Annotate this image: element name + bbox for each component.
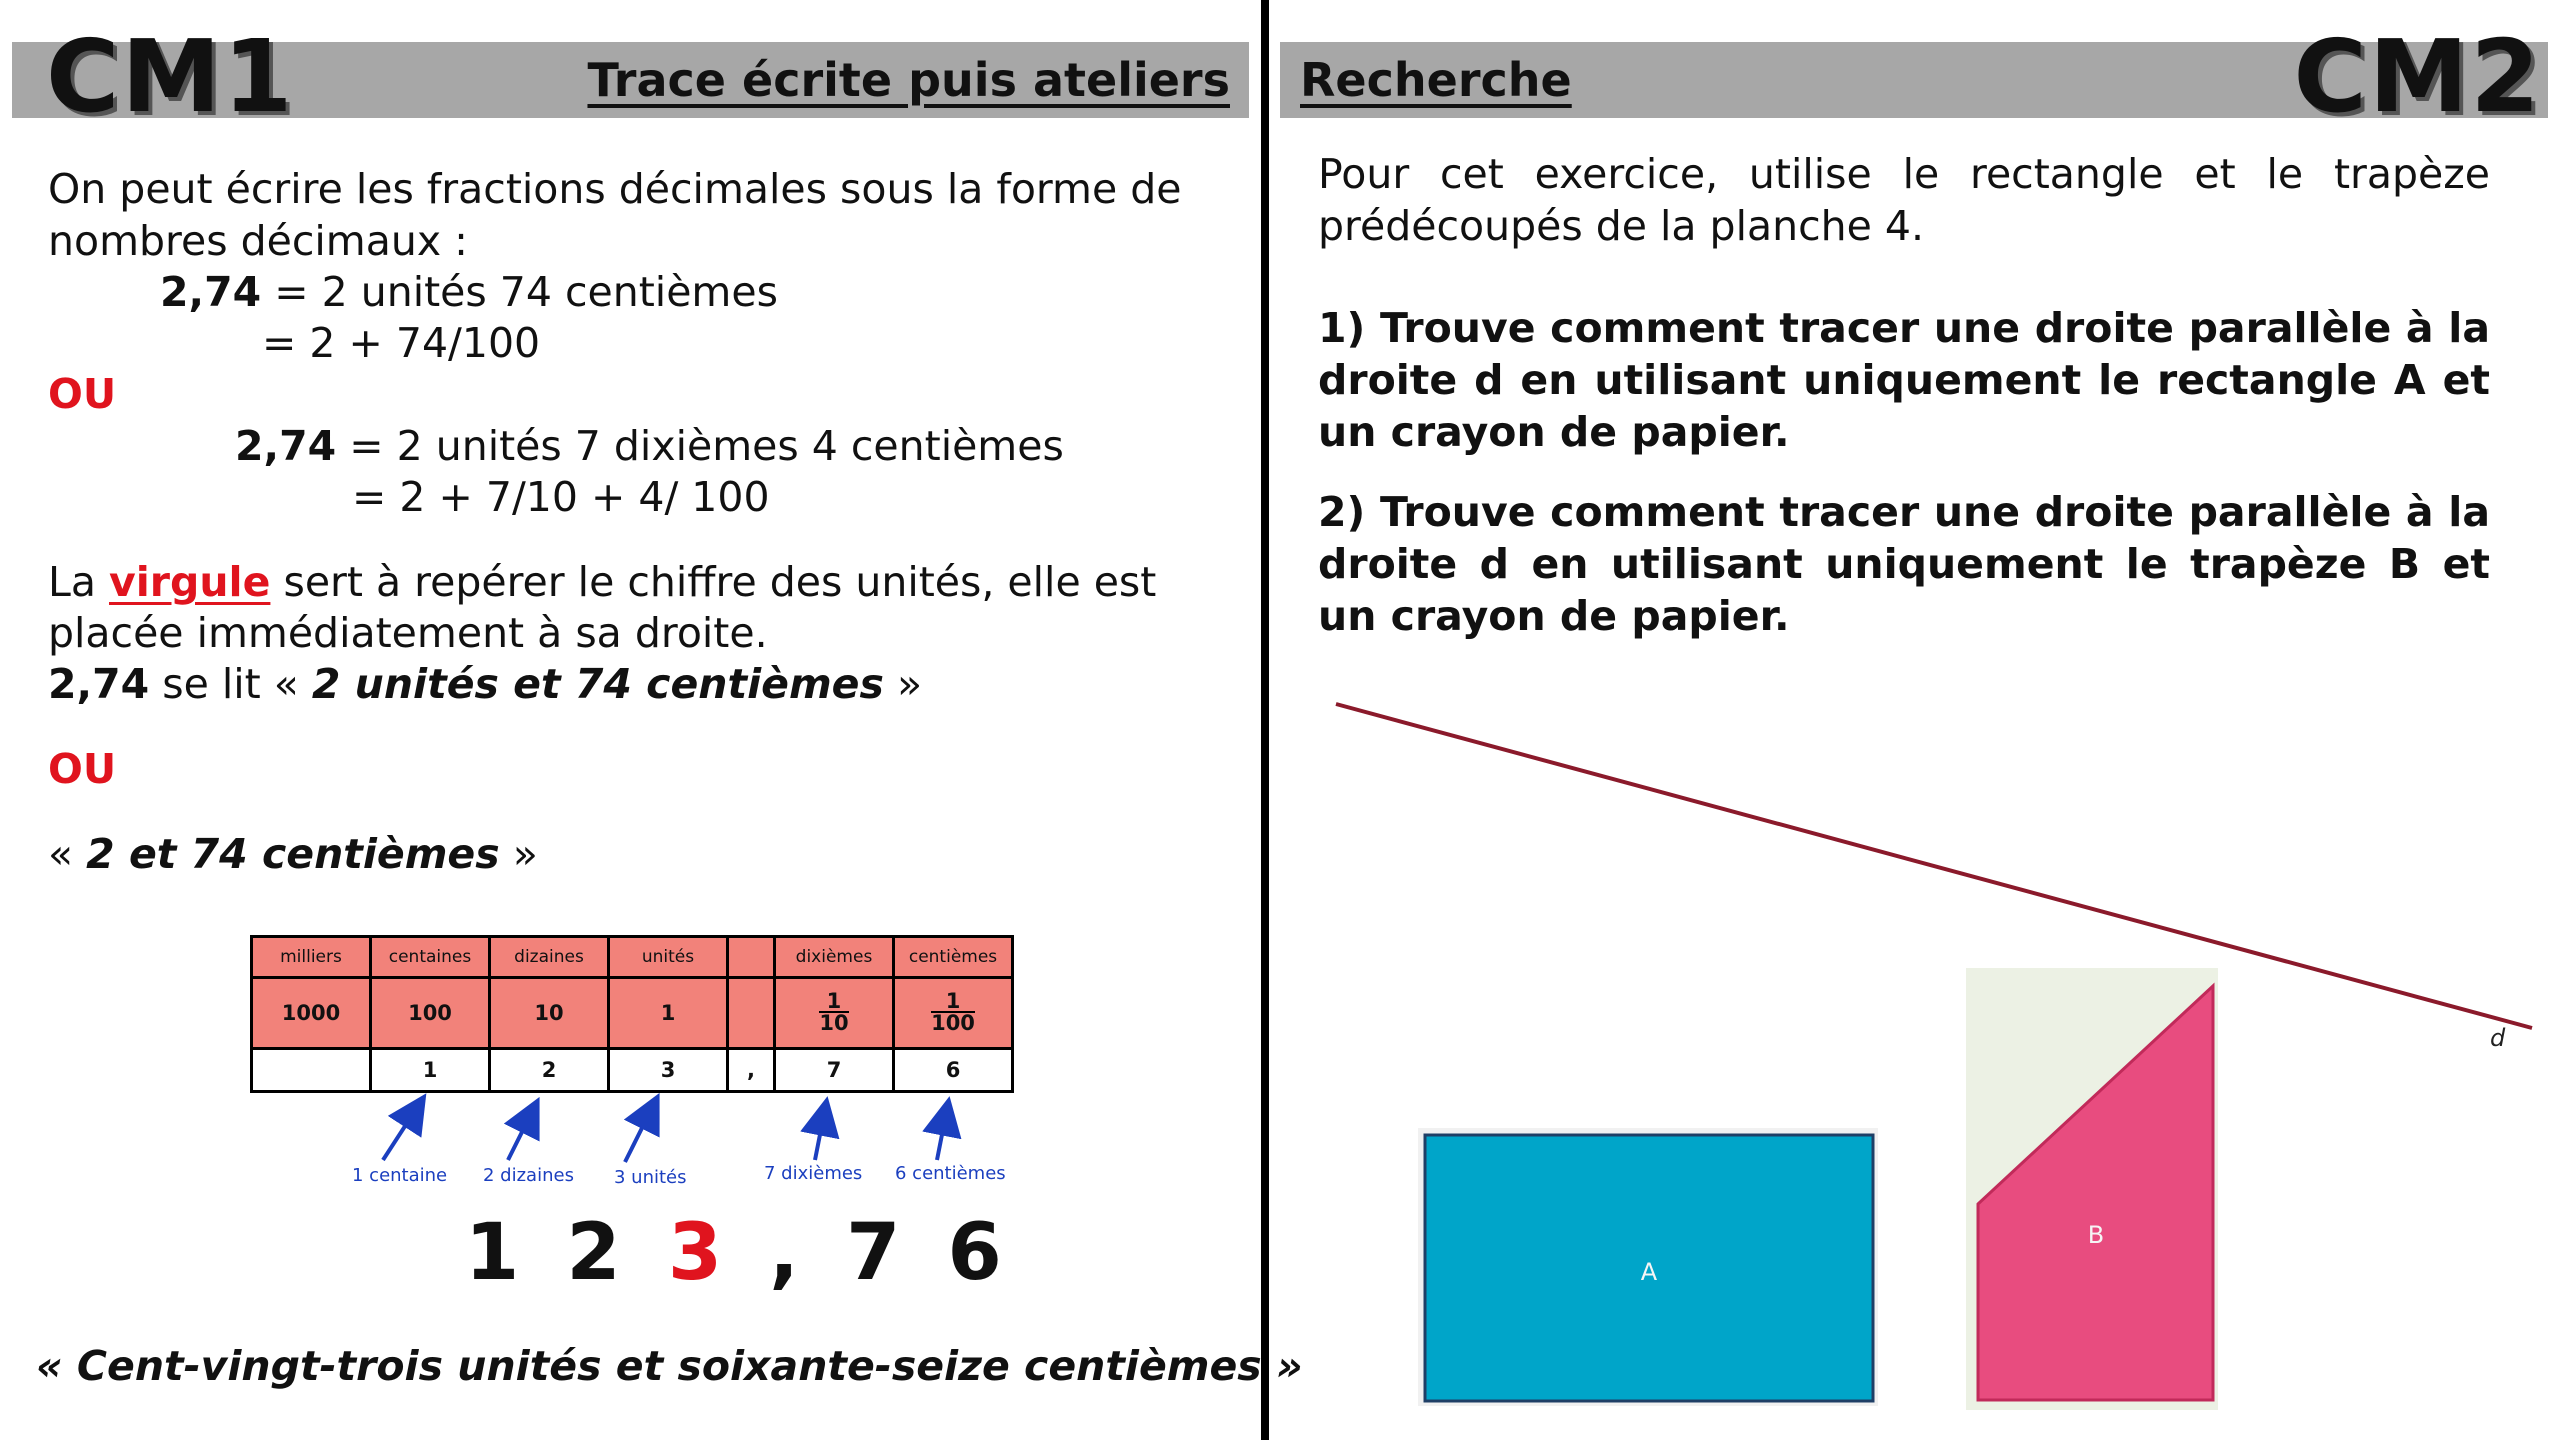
- table-value-cell: 100: [369, 976, 491, 1050]
- alt-reading-close: »: [512, 830, 538, 878]
- table-fraction-cell: 1 100: [892, 976, 1014, 1050]
- trapezoid-b-label: B: [2088, 1221, 2104, 1249]
- arrow-label-centaine: 1 centaine: [352, 1165, 448, 1186]
- alt-reading-words: 2 et 74 centièmes: [86, 830, 500, 878]
- read-rule-words: 2 unités et 74 centièmes: [311, 660, 884, 708]
- table-header-cell: centaines: [369, 935, 491, 979]
- read-rule-mid: se lit «: [162, 660, 299, 708]
- arrow-centiemes: [922, 1096, 962, 1161]
- number-reading: « Cent-vingt-trois unités et soixante-se…: [36, 1342, 1303, 1390]
- table-header-cell: dizaines: [488, 935, 610, 979]
- read-rule-end: »: [896, 660, 923, 708]
- alt-reading-open: «: [48, 830, 74, 878]
- table-value-cell: [726, 976, 776, 1050]
- column-divider: [1261, 0, 1269, 1440]
- table-digit-cell: 1: [369, 1047, 491, 1093]
- table-header-cell: [726, 935, 776, 979]
- table-value-row: 1000 100 10 1 1 10 1 100: [250, 976, 1014, 1050]
- intro-line-1: On peut écrire les fractions décimales s…: [48, 165, 1182, 213]
- big-number-end: , 7 6: [732, 1208, 1012, 1298]
- comma-rule-line-1: La virgule sert à repérer le chiffre des…: [48, 556, 1156, 608]
- line-d: [1335, 702, 2533, 1030]
- alt-reading-line: « 2 et 74 centièmes »: [48, 828, 538, 880]
- table-header-cell: centièmes: [892, 935, 1014, 979]
- table-digit-cell: 3: [607, 1047, 729, 1093]
- table-value-cell: 1000: [250, 976, 372, 1050]
- arrow-label-centiemes: 6 centièmes: [895, 1163, 1006, 1184]
- example-2-rest: = 2 unités 7 dixièmes 4 centièmes: [349, 422, 1064, 470]
- fraction-numerator: 1: [819, 991, 849, 1013]
- example-big-number: 1 2 3 , 7 6: [465, 1208, 1012, 1298]
- example-1-number: 2,74: [160, 268, 262, 316]
- ou-label-1: OU: [48, 370, 117, 418]
- header-title-left: Trace écrite puis ateliers: [587, 53, 1230, 107]
- table-digit-cell: [250, 1047, 372, 1093]
- question-2: 2) Trouve comment tracer une droite para…: [1318, 488, 2490, 640]
- level-label-cm1: CM1: [46, 18, 295, 135]
- comma-keyword: virgule: [109, 558, 271, 606]
- table-digit-cell: 2: [488, 1047, 610, 1093]
- header-title-right: Recherche: [1300, 53, 1572, 107]
- big-number-start: 1 2: [465, 1208, 668, 1298]
- table-value-cell: 1: [607, 976, 729, 1050]
- arrow-label-dizaines: 2 dizaines: [483, 1165, 574, 1186]
- table-header-cell: dixièmes: [773, 935, 895, 979]
- example-2-line-2: = 2 + 7/10 + 4/ 100: [352, 473, 770, 521]
- intro-line-2: nombres décimaux :: [48, 217, 468, 265]
- rectangle-a: [1423, 1133, 1875, 1403]
- arrow-label-dixiemes: 7 dixièmes: [764, 1163, 863, 1184]
- arrow-dizaines: [503, 1096, 540, 1161]
- arrow-unites: [623, 1092, 660, 1163]
- table-digit-cell: 7: [773, 1047, 895, 1093]
- header-bar-left: [12, 42, 1249, 118]
- comma-rule-line-2: placée immédiatement à sa droite.: [48, 609, 768, 657]
- example-2-number: 2,74: [235, 422, 337, 470]
- fraction-tenth: 1 10: [819, 991, 849, 1035]
- table-fraction-cell: 1 10: [773, 976, 895, 1050]
- example-1-line-1: 2,74 = 2 unités 74 centièmes: [160, 266, 778, 318]
- table-header-cell: milliers: [250, 935, 372, 979]
- fraction-denominator: 10: [819, 1011, 849, 1035]
- big-number-units-digit: 3: [667, 1208, 733, 1298]
- trapezoid-b: [1976, 982, 2215, 1402]
- arrow-dixiemes: [800, 1096, 840, 1161]
- geometry-figure: d A B: [1335, 702, 2533, 1410]
- fraction-denominator: 100: [931, 1011, 975, 1035]
- read-rule-number: 2,74: [48, 660, 150, 708]
- table-header-row: milliers centaines dizaines unités dixiè…: [250, 935, 1014, 979]
- table-digit-cell: ,: [726, 1047, 776, 1093]
- example-1-line-2: = 2 + 74/100: [262, 319, 541, 367]
- exercise-intro: Pour cet exercice, utilise le rectangle …: [1318, 150, 2490, 250]
- fraction-hundredth: 1 100: [931, 991, 975, 1035]
- example-2-line-1: 2,74 = 2 unités 7 dixièmes 4 centièmes: [235, 420, 1064, 472]
- table-digit-cell: 6: [892, 1047, 1014, 1093]
- question-1: 1) Trouve comment tracer une droite para…: [1318, 304, 2490, 456]
- read-rule-line: 2,74 se lit « 2 unités et 74 centièmes »: [48, 658, 922, 710]
- ou-label-2: OU: [48, 745, 117, 793]
- level-label-cm2: CM2: [2293, 18, 2542, 135]
- rectangle-a-label: A: [1641, 1258, 1658, 1286]
- place-value-arrows: [381, 1092, 962, 1163]
- arrow-label-unites: 3 unités: [614, 1167, 687, 1188]
- place-value-table: milliers centaines dizaines unités dixiè…: [250, 935, 1014, 1093]
- example-1-rest: = 2 unités 74 centièmes: [274, 268, 778, 316]
- table-value-cell: 10: [488, 976, 610, 1050]
- table-digit-row: 1 2 3 , 7 6: [250, 1047, 1014, 1093]
- table-header-cell: unités: [607, 935, 729, 979]
- fraction-numerator: 1: [931, 991, 975, 1013]
- comma-rule-part-2: sert à repérer le chiffre des unités, el…: [283, 558, 1157, 606]
- comma-rule-part-1: La: [48, 558, 96, 606]
- line-d-label: d: [2490, 1024, 2506, 1052]
- arrow-centaine: [381, 1093, 427, 1162]
- header-bar-right: [1280, 42, 2548, 118]
